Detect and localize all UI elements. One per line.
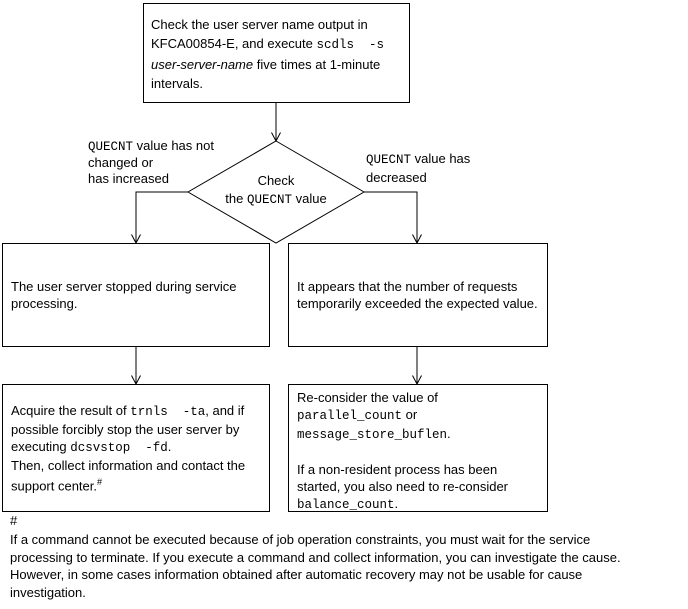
arrow-decision-to-left-result — [135, 191, 188, 242]
arrow-decision-to-right-result — [364, 191, 418, 242]
decision-diamond-shape — [187, 140, 365, 244]
footnote-marker: # — [10, 513, 18, 528]
footnote-text: If a command cannot be executed because … — [10, 532, 621, 600]
